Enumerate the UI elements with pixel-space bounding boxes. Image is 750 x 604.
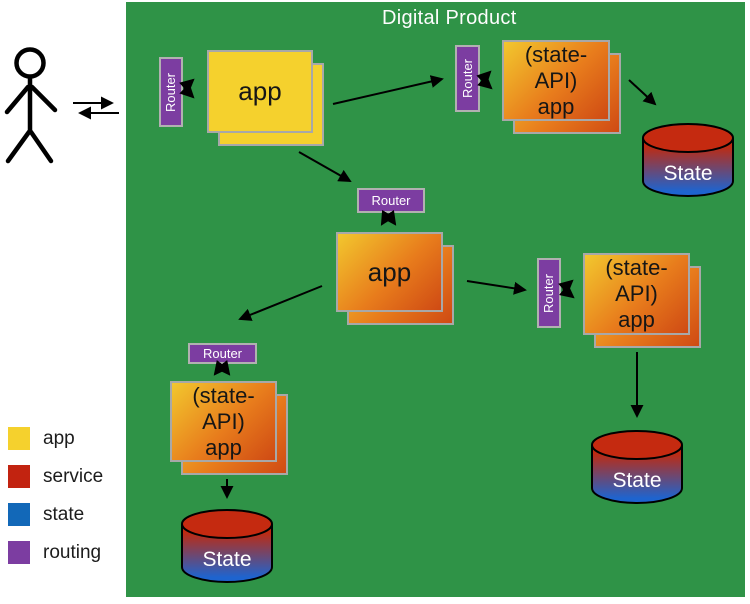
state-cylinder-bottom-left-body — [181, 524, 273, 583]
diagram-title: Digital Product — [382, 7, 517, 29]
state-api-node-middle-right-line1: (state-API) — [605, 255, 668, 306]
state-cylinder-top-right-lid — [642, 123, 734, 153]
state-cylinder-bottom-left: State — [181, 509, 273, 583]
state-cylinder-bottom-right-body — [591, 445, 683, 504]
state-api-node-bottom-left-front: (state-API) app — [170, 381, 277, 462]
user-stick-figure — [4, 47, 58, 164]
router-node-top-right-label: Router — [460, 58, 475, 99]
legend-item-state: state — [8, 503, 103, 526]
legend-label-routing: routing — [43, 541, 102, 563]
legend-label-state: state — [43, 503, 85, 525]
router-node-bottom-left-label: Router — [202, 346, 243, 361]
state-api-node-top-right: (state-API) app — [502, 40, 621, 134]
state-cylinder-top-right: State — [642, 123, 734, 197]
app-node-middle-label: app — [367, 256, 412, 287]
router-node-middle-label: Router — [371, 193, 411, 208]
user-leg-right — [28, 129, 54, 164]
state-cylinder-bottom-left-lid — [181, 509, 273, 539]
state-api-node-top-right-line1: (state-API) — [524, 41, 588, 93]
app-node-top-label: app — [238, 76, 282, 106]
legend: app service state routing — [8, 427, 103, 564]
legend-swatch-routing — [8, 541, 30, 564]
state-cylinder-bottom-right-lid — [591, 430, 683, 460]
state-cylinder-bottom-right-label: State — [612, 469, 661, 492]
user-arm-right — [29, 84, 58, 113]
router-node-top-right: Router — [455, 45, 480, 112]
app-node-middle-front: app — [336, 232, 443, 312]
router-node-top-left-label: Router — [163, 72, 179, 112]
user-leg-left — [5, 129, 32, 164]
state-api-node-middle-right-front: (state-API) app — [583, 253, 690, 335]
router-node-middle-right: Router — [537, 258, 561, 328]
user-system-exchange-arrows — [73, 96, 119, 120]
legend-swatch-state — [8, 503, 30, 526]
state-cylinder-bottom-left-label: State — [202, 548, 251, 571]
router-node-top-left: Router — [159, 57, 183, 127]
state-api-node-bottom-left-line1: (state-API) — [192, 382, 255, 434]
router-node-middle: Router — [357, 188, 425, 213]
state-api-node-middle-right-line2: app — [618, 307, 655, 332]
app-node-middle: app — [336, 232, 454, 325]
legend-item-app: app — [8, 427, 103, 450]
legend-swatch-service — [8, 465, 30, 488]
state-api-node-top-right-front: (state-API) app — [502, 40, 610, 121]
legend-item-routing: routing — [8, 541, 103, 564]
state-cylinder-top-right-label: State — [663, 162, 712, 185]
router-node-middle-right-label: Router — [541, 273, 557, 313]
legend-swatch-app — [8, 427, 30, 450]
legend-label-service: service — [43, 465, 104, 487]
user-arm-left — [4, 84, 31, 115]
state-cylinder-top-right-body — [642, 138, 734, 197]
legend-label-app: app — [43, 427, 75, 449]
state-cylinder-bottom-right: State — [591, 430, 683, 504]
state-api-node-top-right-line2: app — [537, 93, 575, 119]
app-node-top-front: app — [207, 50, 313, 133]
state-api-node-bottom-left-line2: app — [205, 434, 242, 460]
user-head — [14, 47, 46, 79]
router-node-bottom-left: Router — [188, 343, 257, 364]
state-api-node-bottom-left: (state-API) app — [170, 381, 288, 475]
legend-item-service: service — [8, 465, 103, 488]
state-api-node-middle-right: (state-API) app — [583, 253, 701, 348]
app-node-top: app — [207, 50, 324, 146]
